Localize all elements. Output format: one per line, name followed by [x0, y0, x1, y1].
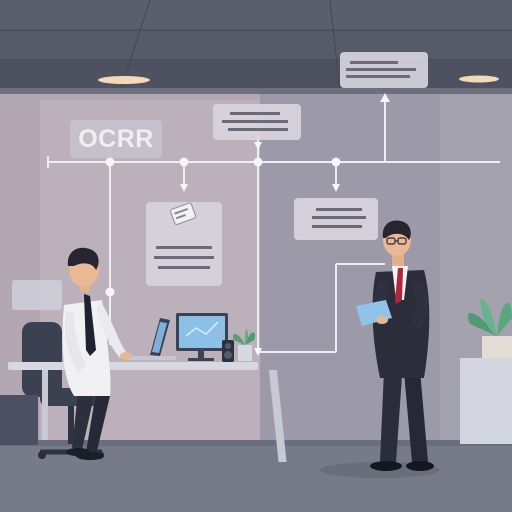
- info-card: [213, 104, 301, 140]
- ceiling: [0, 0, 512, 94]
- info-card: [340, 52, 428, 88]
- monitor-icon: [176, 313, 228, 361]
- laptop-icon: [128, 318, 176, 360]
- cabinet: [460, 358, 512, 444]
- ocr-overlay-label: OCRR: [70, 120, 162, 158]
- connector-lines: [47, 94, 500, 353]
- speaker-icon: [222, 340, 234, 362]
- info-card: [146, 202, 222, 286]
- person-seated: [62, 247, 132, 460]
- plant-icon: [232, 328, 256, 361]
- info-card: [294, 198, 378, 240]
- connector-nodes: [105, 93, 390, 356]
- document-icon: [170, 202, 197, 225]
- back-wall: [0, 94, 512, 440]
- ceiling-light: [98, 76, 150, 84]
- wall-panel: [12, 280, 62, 310]
- person-standing: [356, 220, 434, 471]
- ceiling-light: [459, 75, 499, 83]
- plant-icon: [467, 299, 512, 358]
